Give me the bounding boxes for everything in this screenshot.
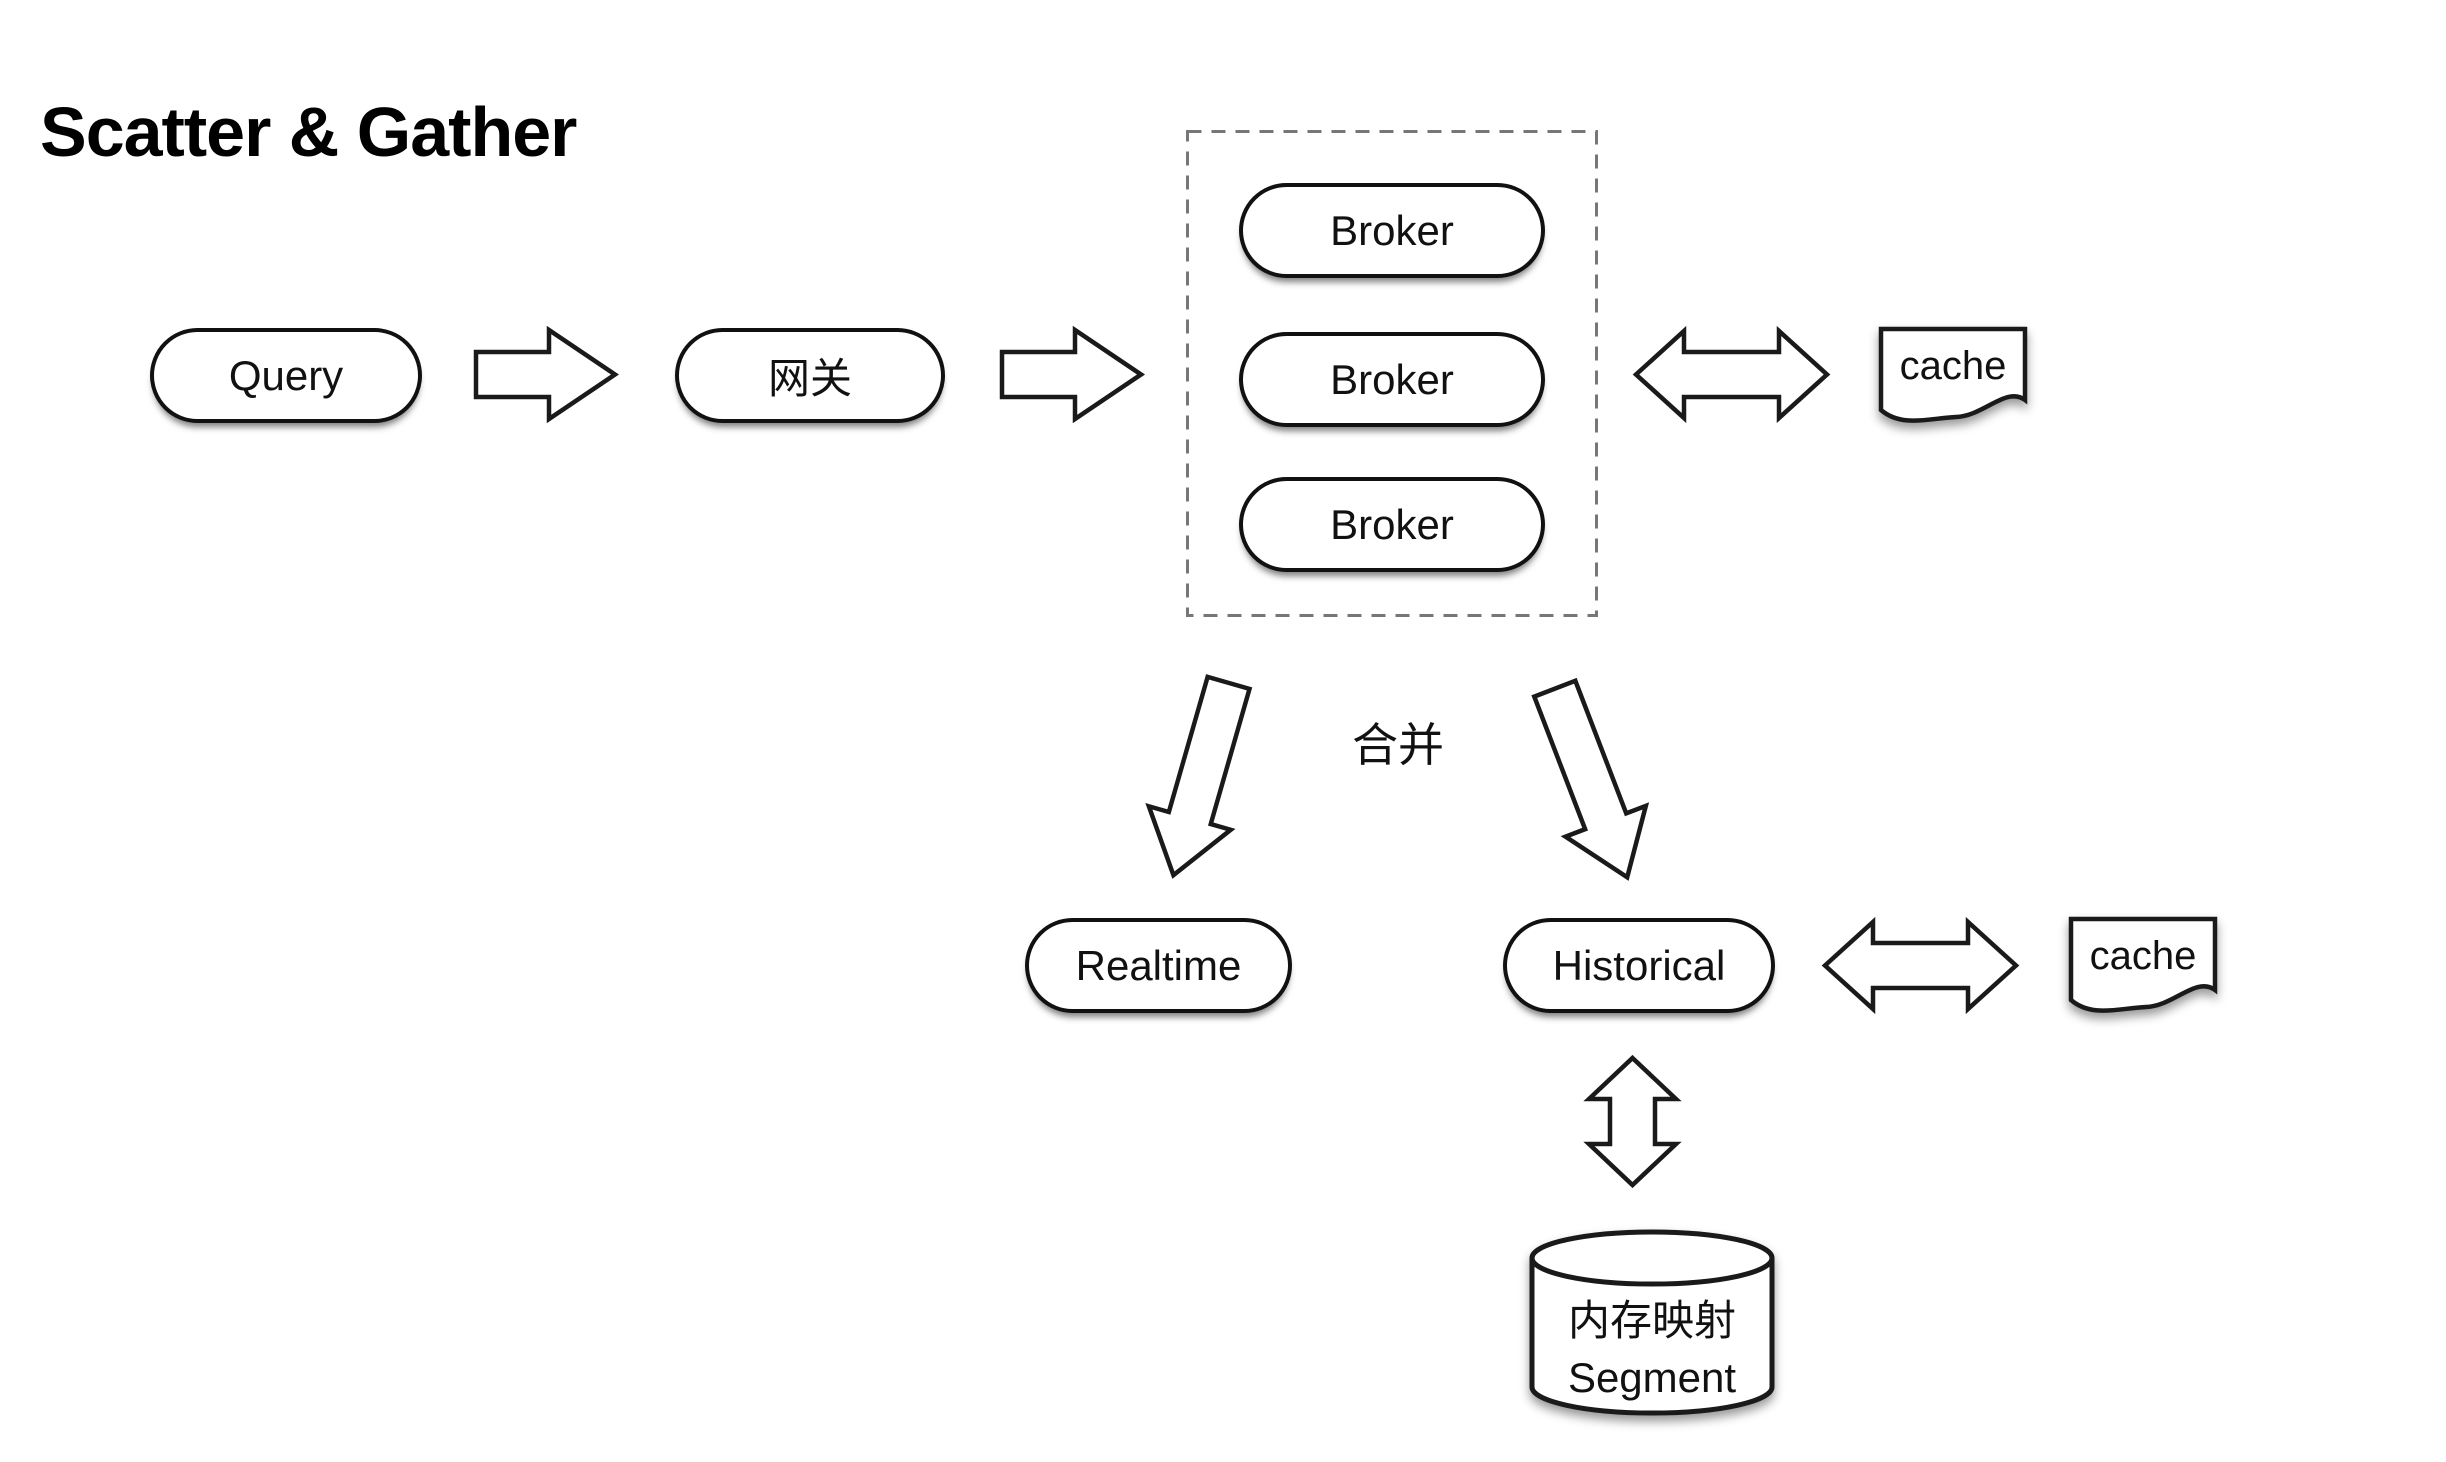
cache-top-label: cache [1899, 343, 2007, 388]
node-gateway-label: 网关 [767, 355, 852, 402]
node-broker-3-label: Broker [1330, 500, 1454, 548]
node-broker-1: Broker [1239, 183, 1545, 278]
cache-right-label: cache [2089, 933, 2197, 978]
arrow-right-icon [473, 325, 620, 424]
node-historical: Historical [1503, 918, 1775, 1013]
node-historical-label: Historical [1552, 941, 1726, 989]
database-cylinder-shape [1529, 1229, 1775, 1416]
arrow-right-icon [999, 325, 1146, 424]
cache-document-shape [1878, 326, 2028, 423]
node-broker-3: Broker [1239, 477, 1545, 572]
merge-label: 合并 [1352, 719, 1444, 771]
segment-store-line2: Segment [1567, 1354, 1737, 1401]
broker-group-dashed-box [1186, 130, 1598, 617]
segment-store-line1: 内存映射 [1567, 1297, 1736, 1344]
node-query-label: Query [228, 351, 344, 399]
segment-store-label: 内存映射 Segment [1528, 1292, 1776, 1406]
node-gateway: 网关 [675, 328, 945, 423]
node-broker-2: Broker [1239, 332, 1545, 427]
arrow-down-left-icon [1145, 674, 1253, 879]
cache-document-shape [2068, 916, 2218, 1013]
arrow-down-right-icon [1531, 677, 1650, 881]
node-realtime: Realtime [1025, 918, 1292, 1013]
double-arrow-vertical-icon [1583, 1054, 1682, 1189]
node-broker-1-label: Broker [1330, 206, 1454, 254]
double-arrow-horizontal-icon [1821, 916, 2020, 1015]
node-query: Query [150, 328, 422, 423]
double-arrow-horizontal-icon [1632, 325, 1831, 424]
page-title: Scatter & Gather [40, 93, 577, 171]
node-broker-2-label: Broker [1330, 355, 1454, 403]
node-realtime-label: Realtime [1075, 941, 1242, 989]
